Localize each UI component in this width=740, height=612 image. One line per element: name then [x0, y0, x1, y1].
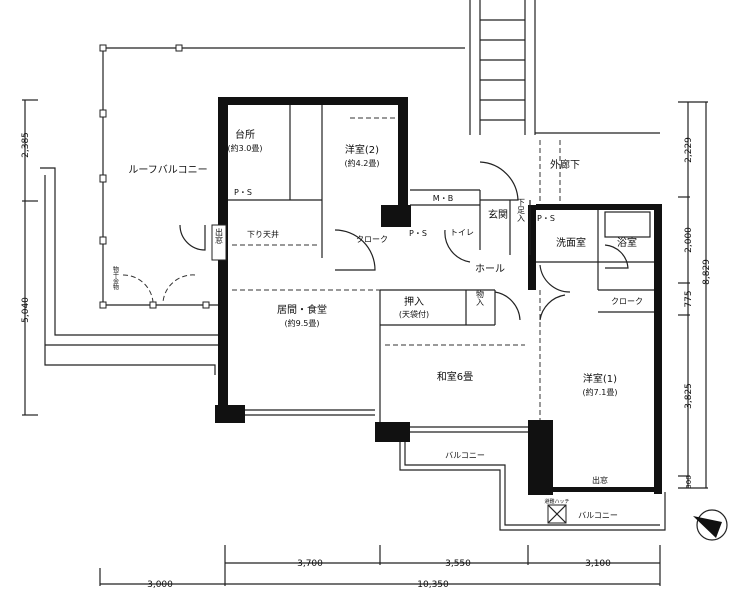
dim-bottom-left: 3,000	[147, 580, 173, 590]
bay-window-label: 出窓	[592, 475, 608, 485]
lowered-ceiling-label: 下り天井	[247, 229, 279, 239]
balcony-mid-label: バルコニー	[445, 451, 485, 460]
roof-balcony-railing	[99, 44, 465, 309]
side-window-label: 出窓	[215, 227, 224, 244]
dim-bottom-2: 3,550	[445, 559, 471, 569]
dim-right-total: 8,829	[702, 259, 712, 285]
hall-label: ホール	[475, 263, 505, 275]
western1-size: (約7.1畳)	[583, 387, 618, 397]
ps-wash-label: P・S	[537, 214, 555, 223]
western2-label: 洋室(2)	[345, 143, 379, 156]
closet-small-label: クローク	[356, 235, 388, 244]
outer-corridor-label: 外廊下	[550, 158, 580, 171]
kitchen-label: 台所	[235, 128, 255, 141]
mb-label: M・B	[433, 194, 453, 203]
laundry-hardware-label: 物干金物	[112, 265, 119, 291]
dim-right-4: 3,825	[684, 383, 694, 409]
japanese-room-label: 和室6畳	[437, 370, 473, 383]
compass-icon	[693, 509, 728, 541]
oshiire-label: 押入	[404, 295, 424, 308]
dim-right-2: 2,000	[684, 227, 694, 253]
dim-left-2: 5,040	[21, 297, 31, 323]
dim-left-1: 2,385	[21, 132, 31, 158]
staircase	[469, 0, 660, 205]
bottom-dimension-lines	[99, 545, 661, 586]
bathroom-label: 浴室	[617, 236, 637, 249]
closet-right-label: クローク	[611, 297, 643, 306]
right-dimension-lines	[678, 101, 708, 489]
washroom-label: 洗面室	[556, 236, 586, 249]
dim-right-5: 300	[685, 475, 693, 488]
balconies	[399, 442, 666, 531]
western2-size: (約4.2畳)	[345, 158, 380, 168]
oshiire-note: (天袋付)	[399, 309, 429, 319]
evac-hatch-label: 避難ハッチ	[544, 498, 569, 505]
door-swings	[179, 161, 629, 321]
entrance-label: 玄関	[488, 208, 508, 221]
roof-balcony-label: ルーフバルコニー	[128, 164, 207, 176]
parapet	[40, 167, 222, 375]
dim-right-1: 2,229	[684, 137, 694, 163]
dim-right-3: 775	[684, 290, 694, 307]
toilet-label: トイレ	[450, 228, 474, 237]
balcony-right-label: バルコニー	[578, 511, 618, 520]
kitchen-size: (約3.0畳)	[228, 143, 263, 153]
walls	[215, 97, 662, 495]
storage-label: 物入	[476, 289, 485, 306]
dim-bottom-total: 10,350	[417, 580, 449, 590]
living-dining-size: (約9.5畳)	[285, 318, 320, 328]
shoe-storage-label: 下足入	[517, 198, 526, 222]
dim-bottom-1: 3,700	[297, 559, 323, 569]
left-dimension-lines	[22, 99, 38, 416]
ps-kitchen-label: P・S	[234, 188, 252, 197]
western1-label: 洋室(1)	[583, 372, 617, 385]
dim-bottom-3: 3,100	[585, 559, 611, 569]
ps-toilet-label: P・S	[409, 229, 427, 238]
living-dining-label: 居間・食堂	[277, 303, 327, 316]
